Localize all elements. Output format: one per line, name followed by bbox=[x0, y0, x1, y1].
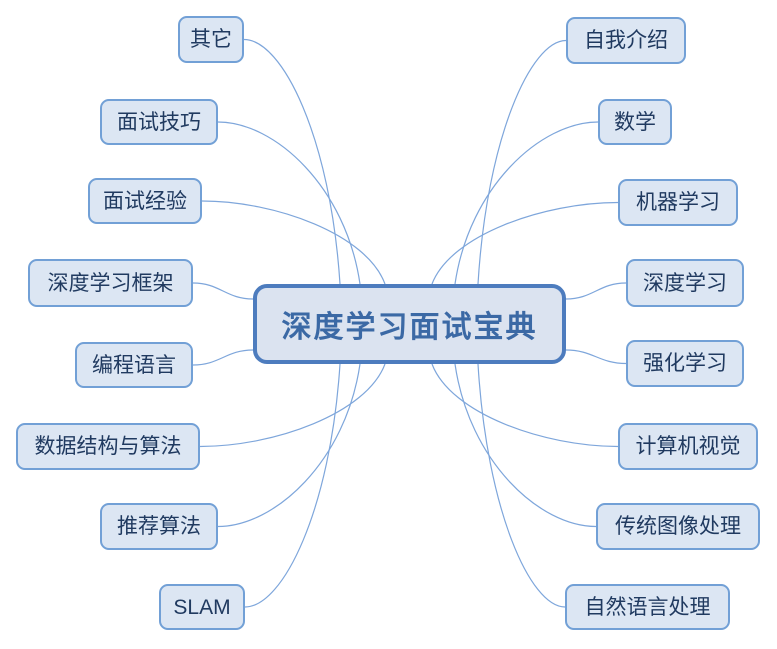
connector-left-2 bbox=[217, 121, 361, 285]
connector-left-4 bbox=[192, 282, 254, 300]
branch-topic-left-1-label: 其它 bbox=[190, 28, 232, 51]
branch-topic-right-3-label: 机器学习 bbox=[636, 191, 720, 214]
branch-topic-right-8[interactable]: 自然语言处理 bbox=[565, 584, 730, 630]
branch-topic-left-4-label: 深度学习框架 bbox=[47, 271, 174, 295]
branch-topic-right-2-label: 数学 bbox=[614, 110, 656, 134]
branch-topic-left-2-label: 面试技巧 bbox=[117, 110, 201, 134]
connector-right-8 bbox=[477, 363, 566, 608]
branch-topic-left-8[interactable]: SLAM bbox=[159, 584, 245, 630]
connector-left-6 bbox=[199, 363, 386, 448]
branch-topic-right-6-label: 计算机视觉 bbox=[635, 435, 741, 458]
branch-topic-left-7-label: 推荐算法 bbox=[117, 515, 201, 538]
connector-left-5 bbox=[192, 349, 254, 366]
branch-topic-right-4-label: 深度学习 bbox=[643, 271, 727, 295]
connector-left-3 bbox=[201, 200, 386, 285]
connector-right-6 bbox=[431, 363, 619, 448]
central-topic-label: 深度学习面试宝典 bbox=[281, 311, 538, 344]
branch-topic-right-1-label: 自我介绍 bbox=[584, 29, 668, 52]
branch-topic-right-6[interactable]: 计算机视觉 bbox=[618, 423, 758, 470]
branch-topic-right-3[interactable]: 机器学习 bbox=[618, 179, 738, 226]
branch-topic-left-3[interactable]: 面试经验 bbox=[88, 178, 202, 224]
connector-left-7 bbox=[217, 363, 361, 528]
branch-topic-left-5[interactable]: 编程语言 bbox=[75, 342, 193, 388]
branch-topic-right-1[interactable]: 自我介绍 bbox=[566, 17, 686, 64]
branch-topic-right-5[interactable]: 强化学习 bbox=[626, 340, 744, 387]
connector-left-1 bbox=[243, 38, 341, 285]
branch-topic-right-7-label: 传统图像处理 bbox=[615, 515, 741, 538]
branch-topic-left-4[interactable]: 深度学习框架 bbox=[28, 259, 193, 307]
connector-right-3 bbox=[431, 201, 619, 285]
connector-right-2 bbox=[454, 121, 599, 285]
branch-topic-left-5-label: 编程语言 bbox=[92, 353, 176, 377]
branch-topic-left-2[interactable]: 面试技巧 bbox=[100, 99, 218, 145]
connector-left-8 bbox=[244, 363, 341, 608]
central-topic[interactable]: 深度学习面试宝典 bbox=[253, 284, 566, 364]
branch-topic-left-3-label: 面试经验 bbox=[103, 189, 187, 213]
branch-topic-left-6-label: 数据结构与算法 bbox=[34, 435, 182, 458]
branch-topic-left-7[interactable]: 推荐算法 bbox=[100, 503, 218, 550]
branch-topic-right-7[interactable]: 传统图像处理 bbox=[596, 503, 760, 550]
branch-topic-left-1[interactable]: 其它 bbox=[178, 16, 244, 63]
branch-topic-right-8-label: 自然语言处理 bbox=[584, 595, 711, 619]
connector-right-7 bbox=[454, 363, 597, 528]
connector-right-4 bbox=[565, 282, 627, 300]
connector-right-5 bbox=[565, 349, 627, 365]
branch-topic-right-2[interactable]: 数学 bbox=[598, 99, 672, 145]
connector-right-1 bbox=[477, 39, 567, 285]
branch-topic-left-8-label: SLAM bbox=[173, 595, 231, 619]
branch-topic-right-5-label: 强化学习 bbox=[643, 352, 727, 375]
branch-topic-left-6[interactable]: 数据结构与算法 bbox=[16, 423, 200, 470]
branch-topic-right-4[interactable]: 深度学习 bbox=[626, 259, 744, 307]
